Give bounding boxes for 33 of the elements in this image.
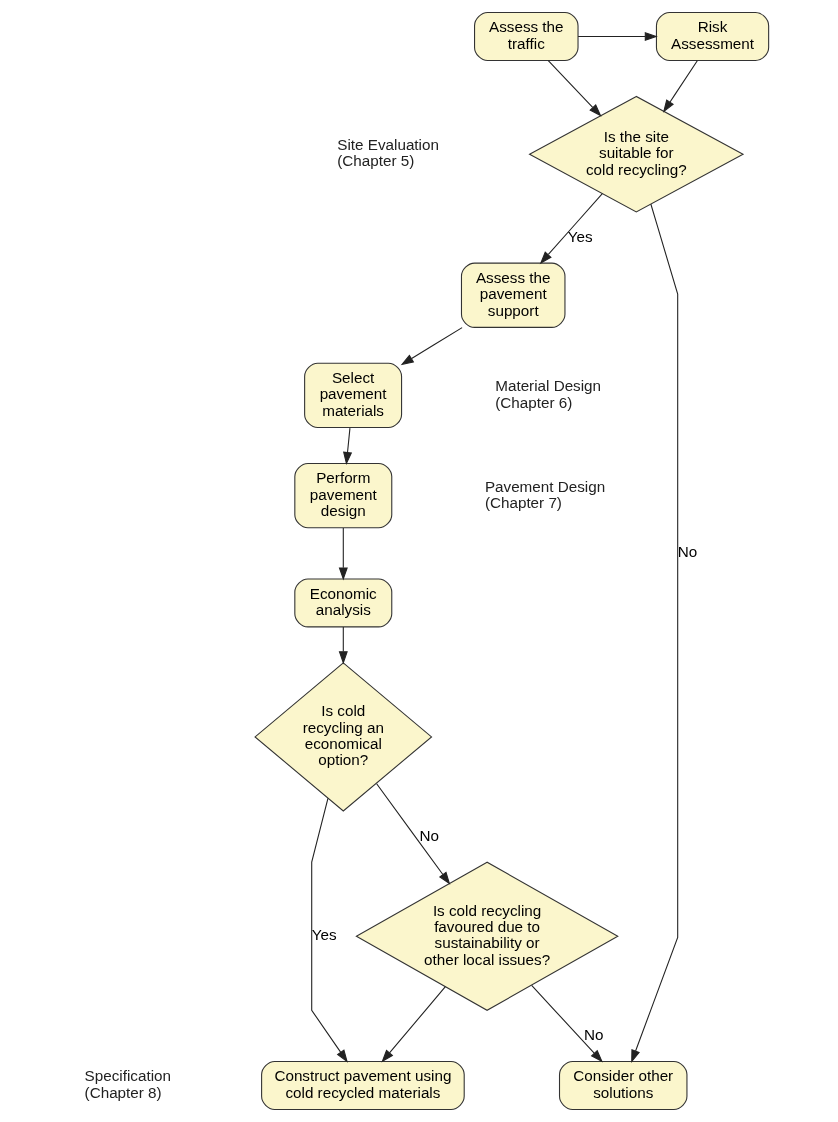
edge-label: No [419, 826, 440, 844]
node-box: Assess the pavement support [460, 262, 566, 328]
node-diamond: Is the site suitable for cold recycling? [528, 95, 745, 213]
arrow [381, 986, 446, 1063]
arrow [311, 797, 348, 1063]
label: Site Evaluation (Chapter 5) [337, 136, 439, 170]
arrow [539, 193, 603, 265]
arrow [631, 203, 679, 1063]
node-box: Select pavement materials [304, 362, 403, 429]
arrow [531, 984, 603, 1063]
arrow [338, 626, 348, 665]
arrow [577, 31, 658, 42]
label: Specification (Chapter 8) [84, 1067, 171, 1101]
arrow [662, 60, 698, 113]
node-box: Assess the traffic [474, 12, 579, 62]
label: Pavement Design (Chapter 7) [484, 477, 606, 511]
edge-label: Yes [567, 227, 593, 245]
node-diamond: Is cold recycling an economical option? [254, 662, 433, 812]
node-box: Construct pavement using cold recycled materials [261, 1060, 465, 1110]
arrow [376, 783, 451, 885]
edge-label: No [584, 1025, 604, 1043]
node-box: Economic analysis [294, 578, 393, 628]
node-box: Risk Assessment [655, 12, 770, 62]
arrow [343, 427, 353, 466]
edge-label: No [677, 543, 698, 561]
node-box: Perform pavement design [294, 462, 393, 529]
node-diamond: Is cold recycling favoured due to sustainability or other local issues? [355, 861, 619, 1011]
arrow [400, 327, 463, 366]
arrow [338, 527, 348, 581]
edge-label: Yes [311, 926, 337, 944]
label: Material Design (Chapter 6) [495, 377, 602, 411]
arrow [547, 60, 602, 117]
node-box: Consider other solutions [558, 1060, 688, 1110]
